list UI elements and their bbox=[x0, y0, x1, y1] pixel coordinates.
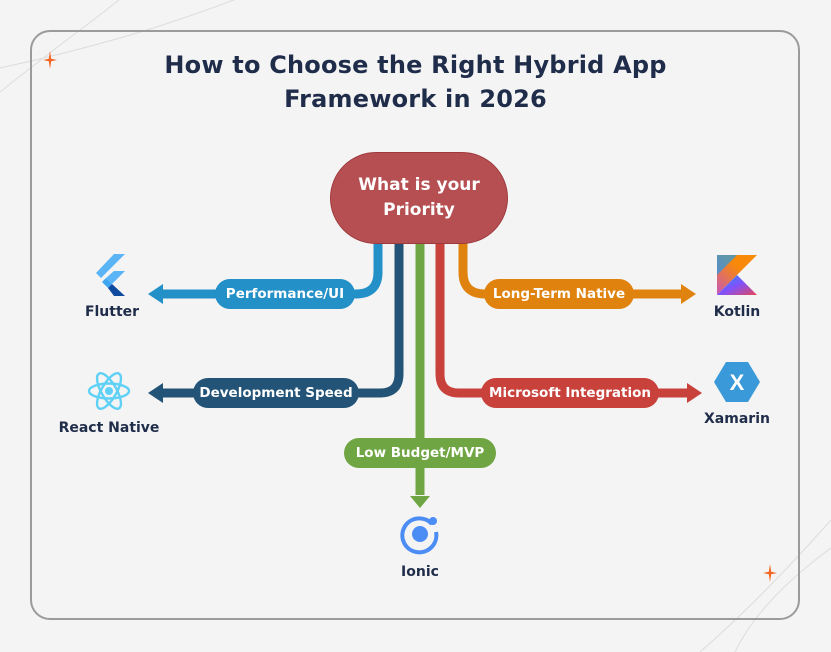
sparkle-icon bbox=[763, 564, 777, 582]
priority-pill-dev-speed: Development Speed bbox=[193, 378, 359, 408]
sparkle-icon bbox=[43, 51, 57, 69]
connector-performance bbox=[148, 240, 383, 304]
connector-dev-speed bbox=[148, 240, 404, 403]
svg-text:X: X bbox=[730, 370, 745, 395]
ionic-logo-icon bbox=[400, 516, 439, 555]
diagram-frame bbox=[30, 30, 800, 620]
title-line-2: Framework in 2026 bbox=[284, 85, 547, 113]
react-logo-icon bbox=[87, 372, 131, 410]
page-title: How to Choose the Right Hybrid App Frame… bbox=[0, 48, 831, 116]
priority-question-node: What is your Priority bbox=[330, 152, 508, 244]
connector-microsoft bbox=[435, 240, 702, 403]
framework-label-react-native: React Native bbox=[58, 420, 160, 436]
center-node-line-1: What is your bbox=[358, 175, 480, 195]
xamarin-logo-icon: X bbox=[714, 362, 760, 402]
framework-label-kotlin: Kotlin bbox=[713, 304, 761, 320]
priority-pill-long-term: Long-Term Native bbox=[484, 279, 634, 309]
kotlin-logo-icon bbox=[717, 255, 757, 295]
center-node-line-2: Priority bbox=[383, 200, 455, 220]
framework-label-flutter: Flutter bbox=[84, 304, 140, 320]
title-line-1: How to Choose the Right Hybrid App bbox=[164, 51, 667, 79]
flutter-logo-icon bbox=[96, 254, 125, 296]
framework-label-xamarin: Xamarin bbox=[704, 411, 770, 427]
priority-pill-microsoft: Microsoft Integration bbox=[481, 378, 659, 408]
priority-pill-low-budget: Low Budget/MVP bbox=[344, 438, 496, 468]
priority-pill-performance: Performance/UI bbox=[215, 279, 355, 309]
framework-label-ionic: Ionic bbox=[401, 564, 439, 580]
